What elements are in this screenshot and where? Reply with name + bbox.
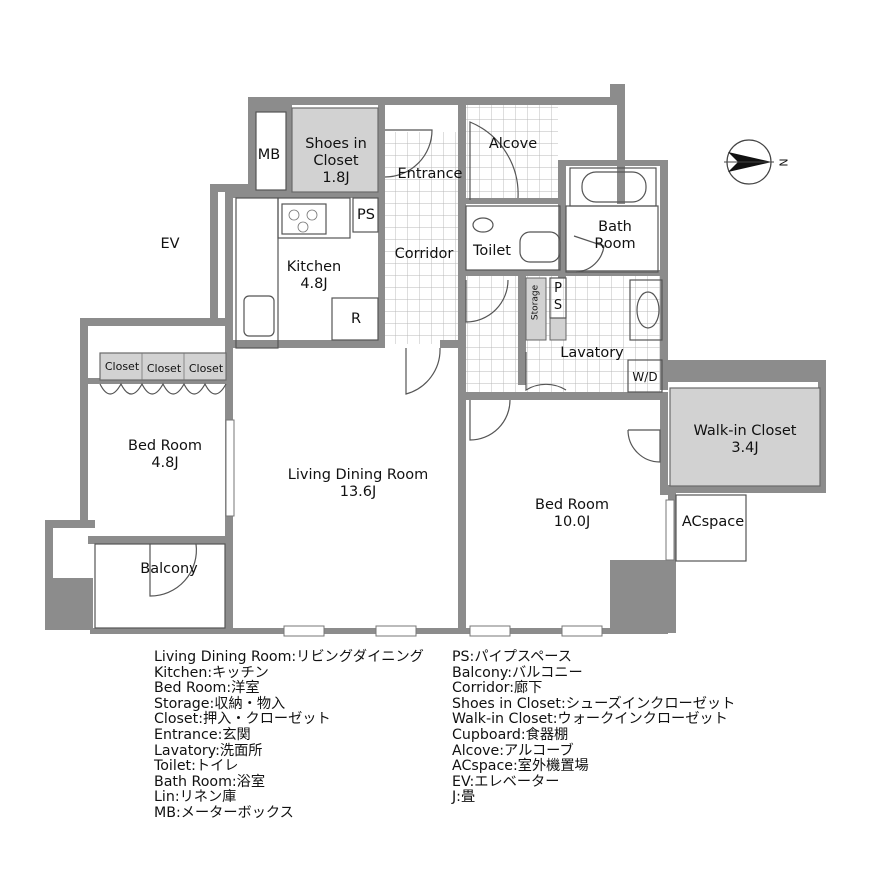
legend-item: Balcony:バルコニー: [452, 664, 583, 681]
legend-item: EV:エレベーター: [452, 773, 560, 790]
corridor-floor: [385, 132, 462, 344]
legend-item: Entrance:玄関: [154, 726, 251, 743]
legend-item: Alcove:アルコーブ: [452, 742, 574, 759]
legend-left: Living Dining Room:リビングダイニング Kitchen:キッチ…: [154, 649, 424, 822]
toilet-label: Toilet: [473, 243, 511, 259]
balcony-area: [94, 543, 226, 629]
balcony-label: Balcony: [140, 561, 198, 577]
legend-item: Bath Room:浴室: [154, 773, 266, 790]
legend-item: MB:メーターボックス: [154, 804, 294, 821]
closet-1-label: Closet: [104, 360, 140, 373]
shoes-closet-area: [291, 107, 379, 193]
legend-item: Shoes in Closet:シューズインクローゼット: [452, 695, 736, 712]
compass-north-label: N: [776, 158, 790, 167]
toilet-fixtures: [465, 205, 561, 271]
acspace-area: [675, 494, 747, 562]
legend-item: Storage:収納・物入: [154, 695, 286, 712]
wd-label: W/D: [632, 370, 658, 384]
compass-icon: [724, 139, 774, 185]
bed-room-large-label: Bed Room 10.0J: [535, 497, 609, 530]
alcove-label: Alcove: [488, 136, 538, 152]
legend-item: PS:パイプスペース: [452, 649, 572, 665]
legend-item: J:畳: [452, 789, 476, 806]
bed-room-small-label: Bed Room 4.8J: [128, 438, 202, 471]
ps-kitchen-label: PS: [357, 207, 375, 223]
alcove-floor: [466, 104, 558, 200]
kitchen-label: Kitchen 4.8J: [286, 259, 342, 292]
legend-item: Living Dining Room:リビングダイニング: [154, 649, 424, 665]
bath-room-label: Bath Room: [594, 219, 636, 252]
walk-in-closet-label: Walk-in Closet 3.4J: [693, 423, 797, 456]
legend-item: Corridor:廊下: [452, 680, 543, 697]
legend-item: Lin:リネン庫: [154, 789, 237, 806]
closet-doors: [99, 382, 227, 395]
legend-item: Toilet:トイレ: [154, 758, 239, 775]
interior-walls: [88, 104, 668, 634]
kitchen-fixtures: [235, 197, 379, 349]
shoes-closet-label: Shoes in Closet 1.8J: [305, 136, 367, 186]
closet-3-label: Closet: [188, 362, 224, 375]
storage-label: Storage: [530, 284, 541, 321]
legend-item: Walk-in Closet:ウォークインクローゼット: [452, 711, 728, 728]
mb-box: [255, 111, 287, 191]
legend-item: Kitchen:キッチン: [154, 664, 269, 681]
r-label: R: [350, 311, 362, 327]
mb-label: MB: [257, 147, 281, 163]
windows: [225, 419, 675, 637]
legend-item: Lavatory:洗面所: [154, 742, 263, 759]
exterior-walls: [45, 84, 826, 634]
walk-in-closet-area: [669, 387, 821, 487]
bath-fixtures: [565, 167, 659, 273]
living-dining-label: Living Dining Room 13.6J: [287, 467, 429, 500]
closet-2-label: Closet: [146, 362, 182, 375]
lavatory-fixtures: [525, 277, 663, 393]
door-swings: [149, 121, 661, 597]
legend-item: Cupboard:食器棚: [452, 726, 569, 743]
ps-lavatory-label: P S: [553, 281, 563, 313]
closet-strip: [99, 352, 227, 381]
acspace-label: ACspace: [681, 514, 745, 530]
entrance-label: Entrance: [397, 166, 463, 182]
legend-item: Closet:押入・クローゼット: [154, 711, 331, 728]
lavatory-label: Lavatory: [560, 345, 624, 361]
legend-right: PS:パイプスペース Balcony:バルコニー Corridor:廊下 Sho…: [452, 649, 736, 806]
ev-label: EV: [160, 236, 180, 252]
legend-item: Bed Room:洋室: [154, 680, 260, 697]
corridor-label: Corridor: [394, 246, 454, 262]
legend-item: ACspace:室外機置場: [452, 758, 589, 775]
